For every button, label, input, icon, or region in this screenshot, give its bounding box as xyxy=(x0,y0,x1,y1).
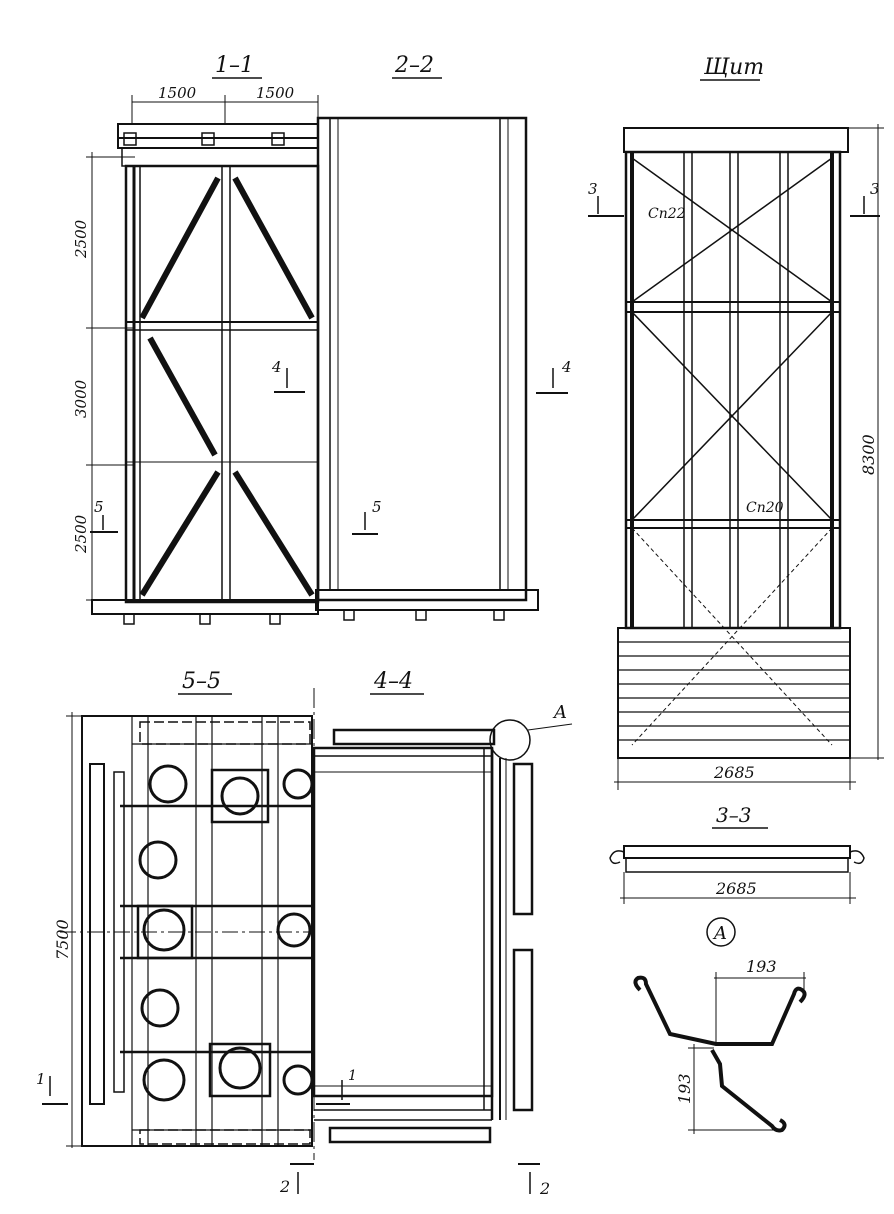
dim-8300: 8300 xyxy=(859,434,878,475)
section-1-1-title: 1–1 xyxy=(215,53,254,78)
section-2-2-view: 2–2 5 4 xyxy=(315,53,572,621)
section-3-3-title: 3–3 xyxy=(716,803,751,827)
cut-mark-5-right: 5 xyxy=(372,498,382,516)
dim-2685-shield: 2685 xyxy=(713,763,755,782)
cut-mark-4-right: 4 xyxy=(561,358,572,376)
cut-mark-2-right: 2 xyxy=(539,1179,550,1198)
detail-a-circle-label: A xyxy=(712,923,727,944)
cut-mark-1-left: 1 xyxy=(36,1070,46,1088)
cut-mark-5-left: 5 xyxy=(94,498,104,516)
dim-7500: 7500 xyxy=(53,919,72,960)
section-4-4-title: 4–4 xyxy=(373,669,413,694)
cut-mark-1-right: 1 xyxy=(348,1068,357,1084)
detail-a-view: A 193 193 xyxy=(633,917,807,1134)
dim-2500-top: 2500 xyxy=(72,219,90,259)
section-5-5-view: 5–5 7500 xyxy=(36,669,314,1196)
profile-sp20-label: Сп20 xyxy=(746,500,784,516)
shield-view: Щит xyxy=(588,55,884,790)
dim-3000: 3000 xyxy=(72,379,90,418)
cut-mark-3-left: 3 xyxy=(588,180,598,198)
dim-2685-section: 2685 xyxy=(715,879,757,898)
section-5-5-title: 5–5 xyxy=(182,669,221,694)
cut-mark-3-right: 3 xyxy=(870,180,880,198)
dim-1500-left: 1500 xyxy=(158,84,197,102)
profile-sp22-label: Сп22 xyxy=(648,206,686,222)
dim-193-horizontal: 193 xyxy=(746,957,777,976)
cut-mark-4-left: 4 xyxy=(271,358,282,376)
dim-1500-right: 1500 xyxy=(256,84,295,102)
section-1-1-view: 1–1 1500 1500 2500 3000 2500 xyxy=(72,53,320,625)
dim-2500-bottom: 2500 xyxy=(72,514,90,554)
section-2-2-title: 2–2 xyxy=(394,53,434,78)
section-4-4-view: 4–4 A 1 2 xyxy=(312,669,573,1198)
cut-mark-2-left: 2 xyxy=(279,1177,290,1196)
shield-title: Щит xyxy=(703,55,764,80)
detail-a-callout-label: A xyxy=(552,702,567,723)
section-3-3-view: 3–3 2685 xyxy=(609,803,865,904)
dim-193-vertical: 193 xyxy=(675,1073,694,1104)
